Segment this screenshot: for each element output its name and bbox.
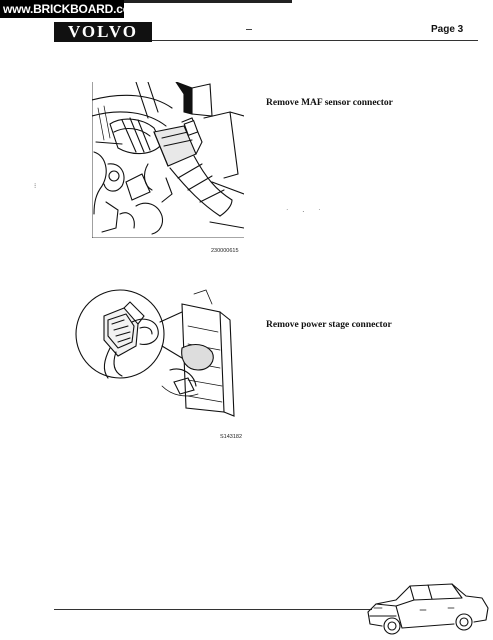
figure-number: S143182 [220, 434, 243, 440]
scan-specks: ˙ · ˙ [286, 208, 327, 216]
power-stage-connector-illustration [75, 289, 235, 417]
top-rule [124, 0, 292, 3]
volvo-sedan-illustration [367, 583, 489, 635]
figure-number: 230000615 [211, 248, 239, 254]
margin-mark: ⁝ [34, 182, 37, 190]
step-caption: Remove MAF sensor connector [266, 98, 393, 108]
volvo-logo: VOLVO [54, 22, 152, 42]
maf-sensor-illustration [92, 82, 244, 238]
footer-rule [54, 609, 372, 610]
step-caption: Remove power stage connector [266, 320, 392, 330]
brickboard-watermark: www.BRICKBOARD.com [0, 0, 140, 18]
header-tick [246, 29, 252, 30]
header-rule [152, 40, 478, 41]
page-number: Page 3 [431, 24, 464, 35]
